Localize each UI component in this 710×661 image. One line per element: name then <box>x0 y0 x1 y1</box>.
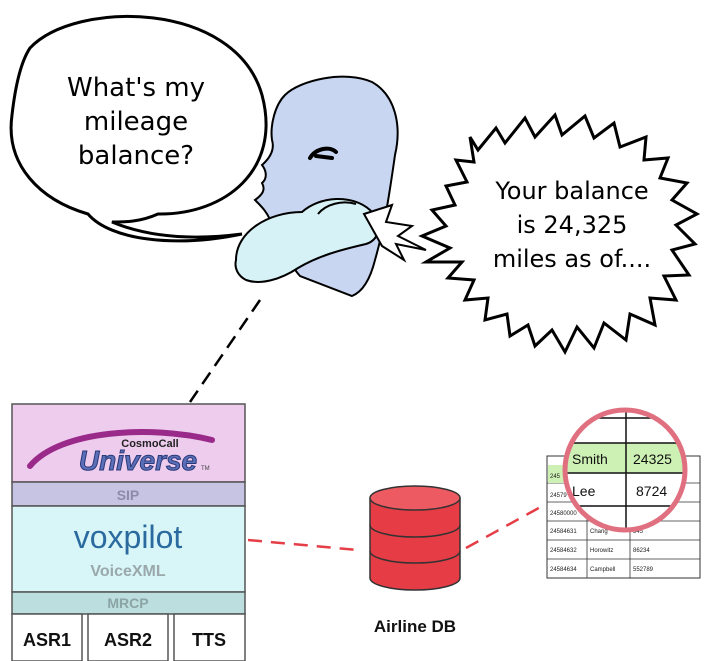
record-miles-cell: 86234 <box>633 548 650 554</box>
zoom-miles-cell: 24325 <box>633 451 672 467</box>
record-name-cell: Campbell <box>590 567 615 573</box>
record-id-cell: 245 <box>550 474 561 480</box>
voxpilot-logo-text: voxpilot <box>74 519 183 555</box>
sip-layer <box>11 481 246 507</box>
logo-tm-text: TM <box>201 466 210 472</box>
asr2-engine-box <box>87 613 169 661</box>
asr2-label: ASR2 <box>104 630 152 650</box>
record-id-cell: 24584634 <box>550 567 577 573</box>
answer-line-1: Your balance <box>494 177 648 205</box>
question-line-3: balance? <box>78 141 194 171</box>
cosmocall-universe-logo: CosmoCall Universe TM <box>27 429 215 477</box>
magnifier-zoom: Smith 24325 Lee 8724 <box>562 407 688 533</box>
finger-line <box>317 201 357 215</box>
db-to-records-link <box>465 502 547 550</box>
eye-icon <box>308 146 338 160</box>
cosmocall-panel <box>11 403 246 483</box>
answer-speech-bubble: Your balance is 24,325 miles as of.... <box>418 112 701 356</box>
zoom-name-cell: Smith <box>572 451 608 467</box>
database-icon <box>369 485 461 591</box>
database-label: Airline DB <box>374 617 456 636</box>
caller-figure <box>234 75 427 298</box>
record-miles-cell: 345 <box>633 529 644 535</box>
asr1-label: ASR1 <box>23 630 71 650</box>
record-id-cell: 24580000 <box>550 511 577 517</box>
tts-label: TTS <box>192 630 226 650</box>
hand-with-phone <box>234 197 380 283</box>
record-id-cell: 24584632 <box>550 548 577 554</box>
record-id-cell: 24579 <box>550 493 567 499</box>
mrcp-label: MRCP <box>107 595 148 611</box>
asr1-engine-box <box>11 613 83 661</box>
record-name-cell: Chang <box>590 529 608 535</box>
zoom-name-cell: Lee <box>572 483 596 499</box>
question-line-1: What's my <box>67 73 205 103</box>
answer-bubble-shape <box>418 112 701 356</box>
question-bubble-shape <box>9 14 268 243</box>
stack-to-db-link <box>247 538 359 552</box>
question-speech-bubble: What's my mileage balance? <box>9 14 268 243</box>
question-line-2: mileage <box>84 107 188 137</box>
caller-connection-line <box>188 299 262 403</box>
logo-cosmocall-text: CosmoCall <box>121 438 178 450</box>
answer-line-3: miles as of.... <box>493 245 651 273</box>
answer-line-2: is 24,325 <box>517 211 628 239</box>
voicexml-label: VoiceXML <box>90 563 166 580</box>
platform-stack: CosmoCall Universe TM SIP voxpilot Voice… <box>11 403 246 661</box>
record-id-cell: 24584631 <box>550 529 577 535</box>
voice-signal-icon <box>362 203 427 263</box>
logo-universe-text: Universe <box>79 445 197 476</box>
logo-swoosh <box>27 429 215 469</box>
record-name-cell: Horowitz <box>590 548 613 554</box>
zoom-miles-cell: 8724 <box>636 483 667 499</box>
magnifier-ring <box>562 407 688 533</box>
sip-label: SIP <box>117 487 140 503</box>
tts-engine-box <box>173 613 246 661</box>
record-miles-cell: 552789 <box>633 567 654 573</box>
voxpilot-layer <box>11 505 246 593</box>
